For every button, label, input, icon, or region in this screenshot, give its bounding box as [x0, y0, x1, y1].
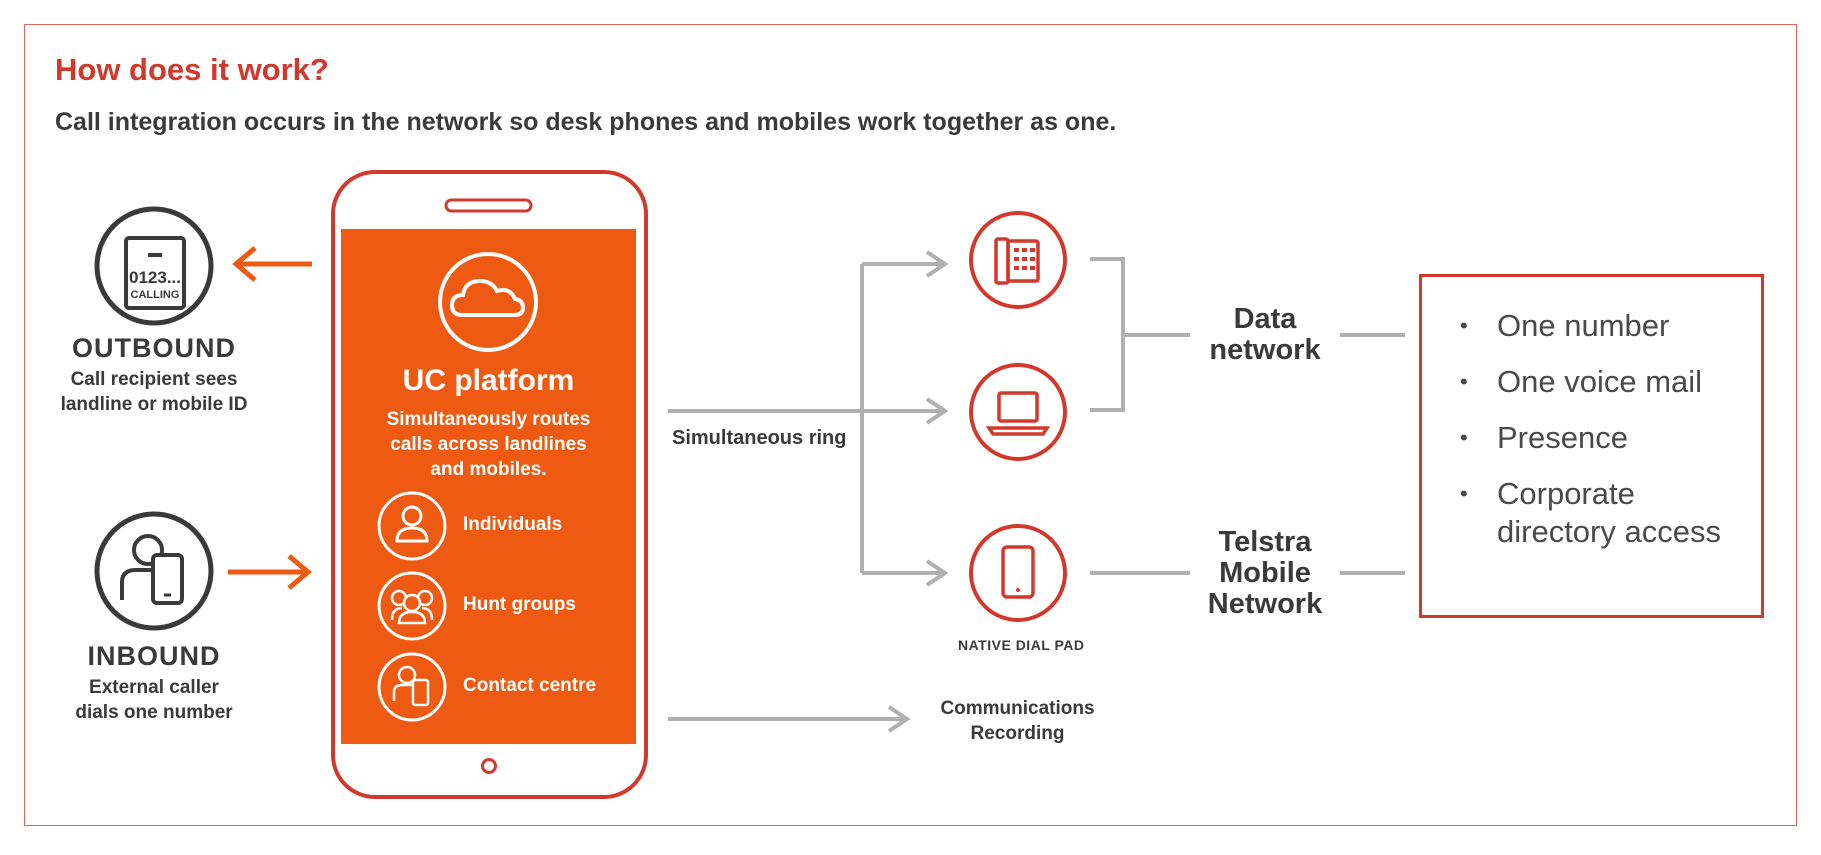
benefit-item: One number	[1460, 307, 1757, 345]
native-dial-pad-label: NATIVE DIAL PAD	[958, 637, 1085, 653]
page-title: How does it work?	[55, 52, 329, 87]
telstra-line2: Mobile	[1219, 557, 1311, 589]
calling-status-text: CALLING	[131, 289, 180, 301]
data-network-line2: network	[1209, 334, 1321, 366]
group-icon	[377, 571, 447, 641]
outbound-arrow	[232, 246, 312, 282]
inbound-desc-line1: External caller	[89, 677, 219, 698]
telstra-line3: Network	[1207, 588, 1323, 620]
benefit-item: Corporate directory access	[1460, 475, 1757, 551]
diagram-frame	[24, 24, 1797, 826]
telstra-line1: Telstra	[1218, 526, 1312, 558]
laptop-icon	[969, 363, 1067, 461]
uc-platform-desc: Simultaneously routes calls across landl…	[341, 407, 636, 482]
outbound-desc-line2: landline or mobile ID	[60, 394, 248, 415]
desk-phone-icon	[969, 211, 1067, 309]
page-subtitle: Call integration occurs in the network s…	[55, 108, 1117, 136]
inbound-caller-icon	[94, 511, 214, 631]
person-icon	[377, 491, 447, 561]
data-network-line1: Data	[1233, 303, 1297, 335]
telstra-mobile-network-label: Telstra Mobile Network	[1190, 527, 1340, 620]
recording-line1: Communications	[940, 698, 1095, 719]
uc-desc-line2: calls across landlines	[390, 434, 587, 455]
simultaneous-ring-label: Simultaneous ring	[672, 427, 847, 449]
benefits-list: One number One voice mail Presence Corpo…	[1460, 307, 1757, 569]
outbound-desc: Call recipient sees landline or mobile I…	[34, 367, 274, 417]
calling-number-text: 0123...	[129, 268, 181, 287]
uc-desc-line3: and mobiles.	[430, 459, 547, 480]
communications-recording-label: Communications Recording	[915, 696, 1120, 746]
mobile-phone-icon	[969, 524, 1067, 622]
outbound-calling-icon: 0123... CALLING	[94, 206, 214, 326]
inbound-title: INBOUND	[87, 641, 221, 671]
routing-connectors	[668, 250, 1405, 733]
agent-icon	[377, 652, 447, 722]
feature-individuals: Individuals	[463, 514, 563, 535]
uc-platform-title: UC platform	[402, 364, 575, 397]
uc-platform-phone	[331, 170, 648, 799]
uc-desc-line1: Simultaneously routes	[386, 409, 591, 430]
data-network-label: Data network	[1190, 304, 1340, 366]
inbound-desc-line2: dials one number	[75, 702, 233, 723]
outbound-title: OUTBOUND	[72, 333, 236, 363]
feature-contact-centre: Contact centre	[463, 675, 597, 696]
inbound-desc: External caller dials one number	[34, 675, 274, 725]
benefit-item: One voice mail	[1460, 363, 1757, 401]
feature-hunt-groups: Hunt groups	[463, 594, 576, 615]
inbound-arrow	[228, 554, 312, 590]
benefit-item: Presence	[1460, 419, 1757, 457]
cloud-icon	[438, 252, 538, 352]
benefits-box: One number One voice mail Presence Corpo…	[1419, 274, 1764, 618]
outbound-desc-line1: Call recipient sees	[70, 369, 238, 390]
recording-line2: Recording	[970, 723, 1065, 744]
